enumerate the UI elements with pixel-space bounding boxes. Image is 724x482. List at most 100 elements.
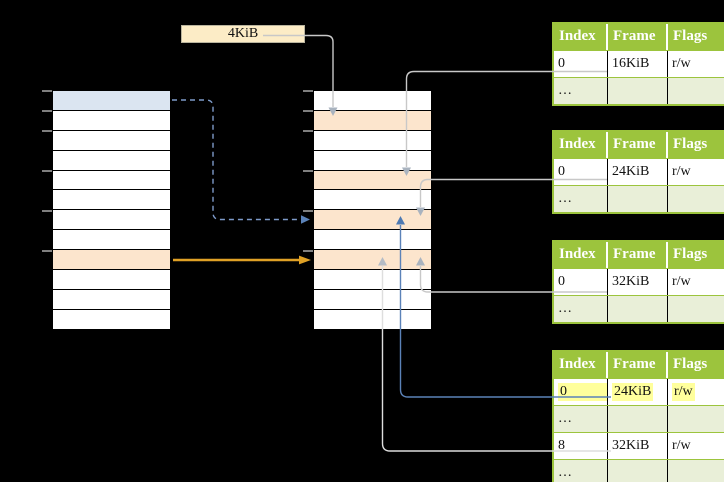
cell-flags bbox=[668, 296, 720, 322]
frame-table-row: 0 16KiB r/w bbox=[554, 50, 724, 77]
header-index: Index bbox=[554, 352, 608, 378]
cell-flags: r/w bbox=[672, 164, 691, 179]
memory-row bbox=[314, 170, 431, 191]
memory-row bbox=[314, 230, 431, 251]
cell-frame: 24KiB bbox=[608, 159, 668, 185]
tick-mark bbox=[303, 250, 313, 252]
tick-mark bbox=[303, 110, 313, 112]
frame-table-32kib: Index Frame Flags 0 32KiB r/w … bbox=[552, 240, 724, 324]
tick-mark bbox=[303, 210, 313, 212]
frame-table-row: … bbox=[554, 77, 724, 104]
cell-index: 0 bbox=[554, 51, 608, 77]
frame-table-16kib: Index Frame Flags 0 16KiB r/w … bbox=[552, 22, 724, 106]
cell-index: 8 bbox=[554, 433, 608, 459]
header-frame: Frame bbox=[608, 242, 668, 268]
memory-row bbox=[53, 150, 170, 171]
frame-table-highlighted: Index Frame Flags 0 24KiB r/w … 8 32KiB … bbox=[552, 350, 724, 482]
tick-mark bbox=[303, 170, 313, 172]
memory-row bbox=[314, 289, 431, 310]
header-frame: Frame bbox=[608, 352, 668, 378]
cell-frame bbox=[608, 78, 668, 104]
memory-row bbox=[314, 150, 431, 171]
cell-flags: r/w bbox=[672, 274, 691, 289]
tick-mark bbox=[303, 90, 313, 92]
memory-row bbox=[314, 130, 431, 151]
frame-table-row: … bbox=[554, 185, 724, 212]
header-flags: Flags bbox=[673, 246, 708, 262]
left-memory-column bbox=[42, 90, 171, 331]
memory-row bbox=[314, 91, 431, 111]
cell-frame: 32KiB bbox=[608, 433, 668, 459]
tick-mark bbox=[42, 130, 52, 132]
frame-table-row: 0 32KiB r/w bbox=[554, 268, 724, 295]
memory-row bbox=[53, 91, 170, 111]
memory-row bbox=[53, 190, 170, 211]
frame-table-row: … bbox=[554, 459, 724, 482]
middle-memory-column bbox=[303, 90, 432, 331]
header-index: Index bbox=[554, 132, 608, 158]
cell-index: … bbox=[554, 406, 608, 432]
tick-mark bbox=[42, 250, 52, 252]
cell-index: … bbox=[554, 460, 608, 482]
cell-index: … bbox=[554, 186, 608, 212]
cell-index: 0 bbox=[554, 379, 608, 405]
cell-frame bbox=[608, 406, 668, 432]
frame-table-row: 8 32KiB r/w bbox=[554, 432, 724, 459]
cell-frame bbox=[608, 460, 668, 482]
frame-table-row: … bbox=[554, 295, 724, 322]
header-index: Index bbox=[554, 242, 608, 268]
header-frame: Frame bbox=[608, 24, 668, 50]
memory-row bbox=[314, 110, 431, 131]
header-flags: Flags bbox=[673, 28, 708, 44]
page-size-label-text: 4KiB bbox=[227, 26, 259, 41]
cell-index: 0 bbox=[554, 269, 608, 295]
page-size-label: 4KiB bbox=[181, 25, 305, 43]
cell-flags bbox=[668, 406, 720, 432]
frame-table-row: 0 24KiB r/w bbox=[554, 158, 724, 185]
frame-table-row: … bbox=[554, 405, 724, 432]
header-flags: Flags bbox=[673, 356, 708, 372]
header-index: Index bbox=[554, 24, 608, 50]
cell-flags bbox=[668, 460, 720, 482]
frame-table-header: Index Frame Flags bbox=[554, 24, 724, 50]
memory-row bbox=[53, 289, 170, 310]
arrowhead-right-icon bbox=[301, 215, 310, 224]
cell-flags bbox=[668, 78, 720, 104]
cell-frame: 32KiB bbox=[608, 269, 668, 295]
memory-row bbox=[314, 190, 431, 211]
cell-frame: 24KiB bbox=[608, 379, 668, 405]
cell-frame bbox=[608, 186, 668, 212]
tick-mark bbox=[42, 110, 52, 112]
frame-table-header: Index Frame Flags bbox=[554, 242, 724, 268]
cell-flags: r/w bbox=[672, 383, 695, 401]
cell-flags: r/w bbox=[672, 56, 691, 71]
cell-index: 0 bbox=[554, 159, 608, 185]
memory-row bbox=[53, 230, 170, 251]
tick-mark bbox=[42, 210, 52, 212]
memory-row bbox=[314, 250, 431, 271]
frame-table-header: Index Frame Flags bbox=[554, 352, 724, 378]
tick-mark bbox=[303, 130, 313, 132]
memory-row bbox=[53, 110, 170, 131]
cell-index: … bbox=[554, 78, 608, 104]
memory-row bbox=[53, 270, 170, 290]
header-frame: Frame bbox=[608, 132, 668, 158]
cell-frame: 16KiB bbox=[608, 51, 668, 77]
memory-row bbox=[53, 210, 170, 231]
arrowhead-right-icon bbox=[299, 255, 311, 265]
cell-flags bbox=[668, 186, 720, 212]
memory-row bbox=[314, 210, 431, 231]
header-flags: Flags bbox=[673, 136, 708, 152]
memory-row bbox=[53, 170, 170, 191]
memory-row bbox=[314, 270, 431, 290]
frame-table-24kib: Index Frame Flags 0 24KiB r/w … bbox=[552, 130, 724, 214]
memory-row bbox=[53, 130, 170, 151]
cell-flags: r/w bbox=[672, 438, 691, 453]
memory-row bbox=[314, 309, 431, 330]
frame-table-row-highlighted: 0 24KiB r/w bbox=[554, 378, 724, 405]
memory-row bbox=[53, 309, 170, 330]
memory-row bbox=[53, 250, 170, 271]
arrow-left-row0-to-mid bbox=[172, 99, 300, 221]
frame-table-header: Index Frame Flags bbox=[554, 132, 724, 158]
